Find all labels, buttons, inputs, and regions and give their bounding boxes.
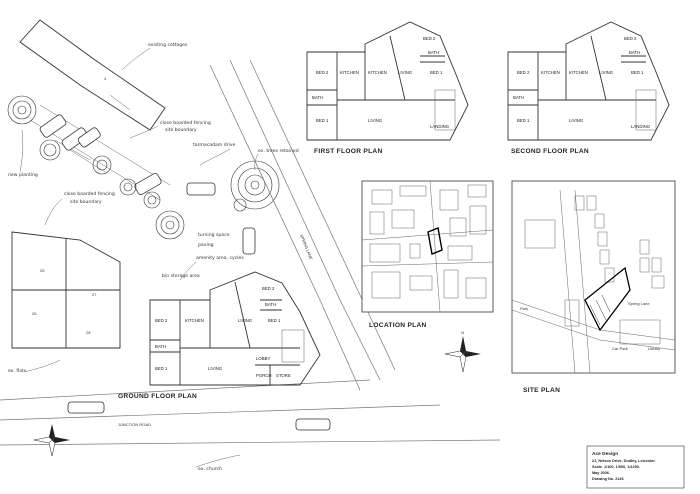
ff-bath-left: BATH xyxy=(312,95,323,100)
site-plan-title: SITE PLAN xyxy=(523,387,560,394)
compass-north: N xyxy=(461,330,464,335)
compass-rose-location: N xyxy=(444,330,481,373)
gf-living-upper-label: LIVING xyxy=(238,318,253,323)
ff-bed2-right: BED 2 xyxy=(423,36,436,41)
site-layout: 4 xyxy=(0,19,501,472)
ff-kitchen: KITCHEN xyxy=(340,70,359,75)
existing-flats xyxy=(11,231,121,349)
existing-cottages-block xyxy=(19,19,166,131)
annotation-amenity: amenity area, cycles xyxy=(196,255,244,261)
second-floor-plan: BED 2 KITCHEN KITCHEN LIVING BED 2 BATH … xyxy=(507,21,670,155)
ground-floor-title: GROUND FLOOR PLAN xyxy=(118,393,197,400)
annotation-turning-space: turning space xyxy=(198,232,230,238)
ff-living: LIVING xyxy=(368,118,383,123)
ff-kitchen-2: KITCHEN xyxy=(368,70,387,75)
ff-living-upper: LIVING xyxy=(398,70,413,75)
junction-road xyxy=(0,379,501,446)
gf-bed1-label: BED 1 xyxy=(155,366,168,371)
sf-living: LIVING xyxy=(569,118,584,123)
title-block-date: May 2006. xyxy=(592,471,610,475)
block-number-28: 28 xyxy=(86,330,91,335)
annotation-ex-church: ex. church xyxy=(198,466,222,472)
site-plan-car-park: Car Park xyxy=(612,346,628,351)
annotation-trees-retained: ex. trees retained xyxy=(258,148,299,154)
second-floor-title: SECOND FLOOR PLAN xyxy=(511,148,589,155)
annotation-new-planting: new planting xyxy=(8,172,38,178)
gf-bath-label: BATH xyxy=(155,344,166,349)
gf-bath-right-label: BATH xyxy=(265,302,276,307)
title-block: Ace Design 21, Nelson Drive, Dudley, Lei… xyxy=(586,445,685,489)
annotation-paving: paving xyxy=(198,242,214,248)
gf-lobby-label: LOBBY xyxy=(256,356,270,361)
trees xyxy=(7,95,280,240)
sf-bed1-left: BED 1 xyxy=(517,118,530,123)
gf-porch-label: PORCH xyxy=(256,373,272,378)
road-cars xyxy=(67,401,331,431)
sf-kitchen: KITCHEN xyxy=(541,70,560,75)
title-block-address: 21, Nelson Drive, Dudley, Leicester. xyxy=(592,459,656,463)
ground-floor-plan xyxy=(149,271,321,386)
ff-bed1-right: BED 1 xyxy=(430,70,443,75)
site-plan-library: Library xyxy=(648,346,660,351)
site-plan: Park Car Park Library Spring Lane SITE P… xyxy=(511,180,676,394)
site-annotations: existing cottages close boarded fencing … xyxy=(8,42,299,472)
sf-bath-left: BATH xyxy=(513,95,524,100)
sf-landing: LANDING xyxy=(631,124,651,129)
annotation-tarmacadam: tarmacadam drive xyxy=(193,142,236,148)
title-block-firm: Ace Design xyxy=(592,451,618,457)
ff-landing: LANDING xyxy=(430,124,450,129)
annotation-boundary-1: site boundary xyxy=(165,127,197,133)
site-plan-park: Park xyxy=(520,306,528,311)
compass-rose-site xyxy=(33,424,70,457)
gf-living-label: LIVING xyxy=(208,366,223,371)
sf-living-upper: LIVING xyxy=(599,70,614,75)
gf-kitchen-label: KITCHEN xyxy=(185,318,204,323)
title-block-scale: Scale. 1/100, 1/500, 1/1250. xyxy=(592,465,640,469)
annotation-ex-flats: ex. flats xyxy=(8,368,27,374)
block-number-25: 25 xyxy=(40,268,45,273)
ground-floor-rooms: BED 2 KITCHEN LIVING BED 2 BATH BED 1 BA… xyxy=(155,286,291,378)
gf-bed1b-label: BED 1 xyxy=(268,318,281,323)
block-number-4: 4 xyxy=(104,76,107,81)
sf-bed2-left: BED 2 xyxy=(517,70,530,75)
gf-bed2-label: BED 2 xyxy=(155,318,168,323)
first-floor-title: FIRST FLOOR PLAN xyxy=(314,148,383,155)
sf-bed2-right: BED 2 xyxy=(624,36,637,41)
annotation-leaders xyxy=(19,47,259,468)
location-plan-title: LOCATION PLAN xyxy=(369,322,427,329)
site-plan-spring-lane: Spring Lane xyxy=(628,301,650,306)
block-number-27: 27 xyxy=(92,292,97,297)
ff-bed2-left: BED 2 xyxy=(316,70,329,75)
gf-bed2b-label: BED 2 xyxy=(262,286,275,291)
ff-bed1-left: BED 1 xyxy=(316,118,329,123)
block-number-26: 26 xyxy=(32,311,37,316)
first-floor-plan: BED 2 KITCHEN KITCHEN LIVING BED 2 BATH … xyxy=(306,21,469,155)
parked-cars xyxy=(39,114,256,255)
location-plan: LOCATION PLAN xyxy=(361,180,494,329)
annotation-existing-cottages: existing cottages xyxy=(148,42,188,48)
ff-bath-right: BATH xyxy=(428,50,439,55)
sf-bed1-right: BED 1 xyxy=(631,70,644,75)
annotation-fencing-2: close boarded fencing xyxy=(64,191,115,197)
annotation-boundary-2: site boundary xyxy=(70,199,102,205)
sf-bath-right: BATH xyxy=(629,50,640,55)
title-block-drawing-no: Drawing No. 2126 xyxy=(592,477,624,481)
spring-lane-road xyxy=(209,59,396,391)
sf-kitchen-2: KITCHEN xyxy=(569,70,588,75)
junction-road-label: JUNCTION ROAD xyxy=(118,422,151,427)
annotation-fencing-1: close boarded fencing xyxy=(160,120,211,126)
annotation-bin-storage: bin storage area xyxy=(162,273,200,279)
gf-store-label: STORE xyxy=(276,373,291,378)
